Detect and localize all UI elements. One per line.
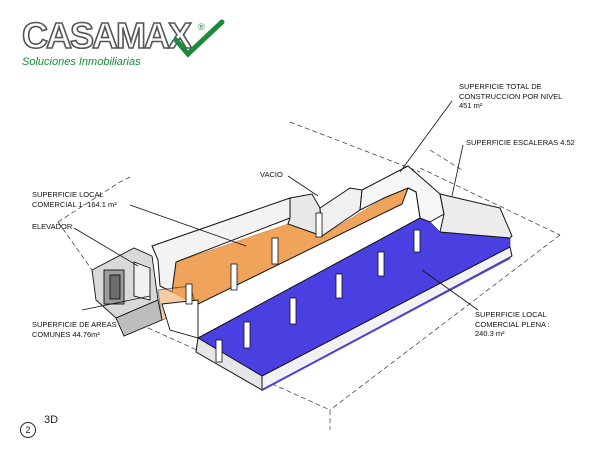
label-superficie-total: SUPERFICIE TOTAL DE CONSTRUCCION POR NIV…	[459, 82, 563, 110]
label-areas-comunes: SUPERFICIE DE AREAS COMUNES 44.76m²	[32, 320, 117, 339]
label-vacio: VACIO	[260, 170, 283, 179]
common-areas-block	[91, 247, 199, 339]
leader-lines	[73, 100, 479, 311]
brand-name: CASAMAX	[21, 15, 193, 56]
view-number: 2	[20, 422, 36, 438]
label-local-comercial-plena: SUPERFICIE LOCAL COMERCIAL PLENA : 240.3…	[475, 310, 550, 338]
checkmark-icon	[173, 19, 225, 58]
view-title: 3D	[44, 414, 59, 426]
label-elevador: ELEVADOR	[32, 222, 73, 231]
property-boundary	[57, 121, 561, 430]
registered-mark: ®	[198, 22, 205, 32]
label-superficie-escaleras: SUPERFICIE ESCALERAS 4.52	[466, 138, 575, 147]
brand-logo: CASAMAX ® Soluciones Inmobiliarias	[21, 15, 225, 70]
brand-tagline: Soluciones Inmobiliarias	[22, 56, 141, 68]
label-local-comercial-1: SUPERFICIE LOCAL COMERCIAL 1- 164.1 m²	[32, 190, 117, 209]
walls	[151, 165, 513, 391]
columns	[185, 212, 421, 363]
